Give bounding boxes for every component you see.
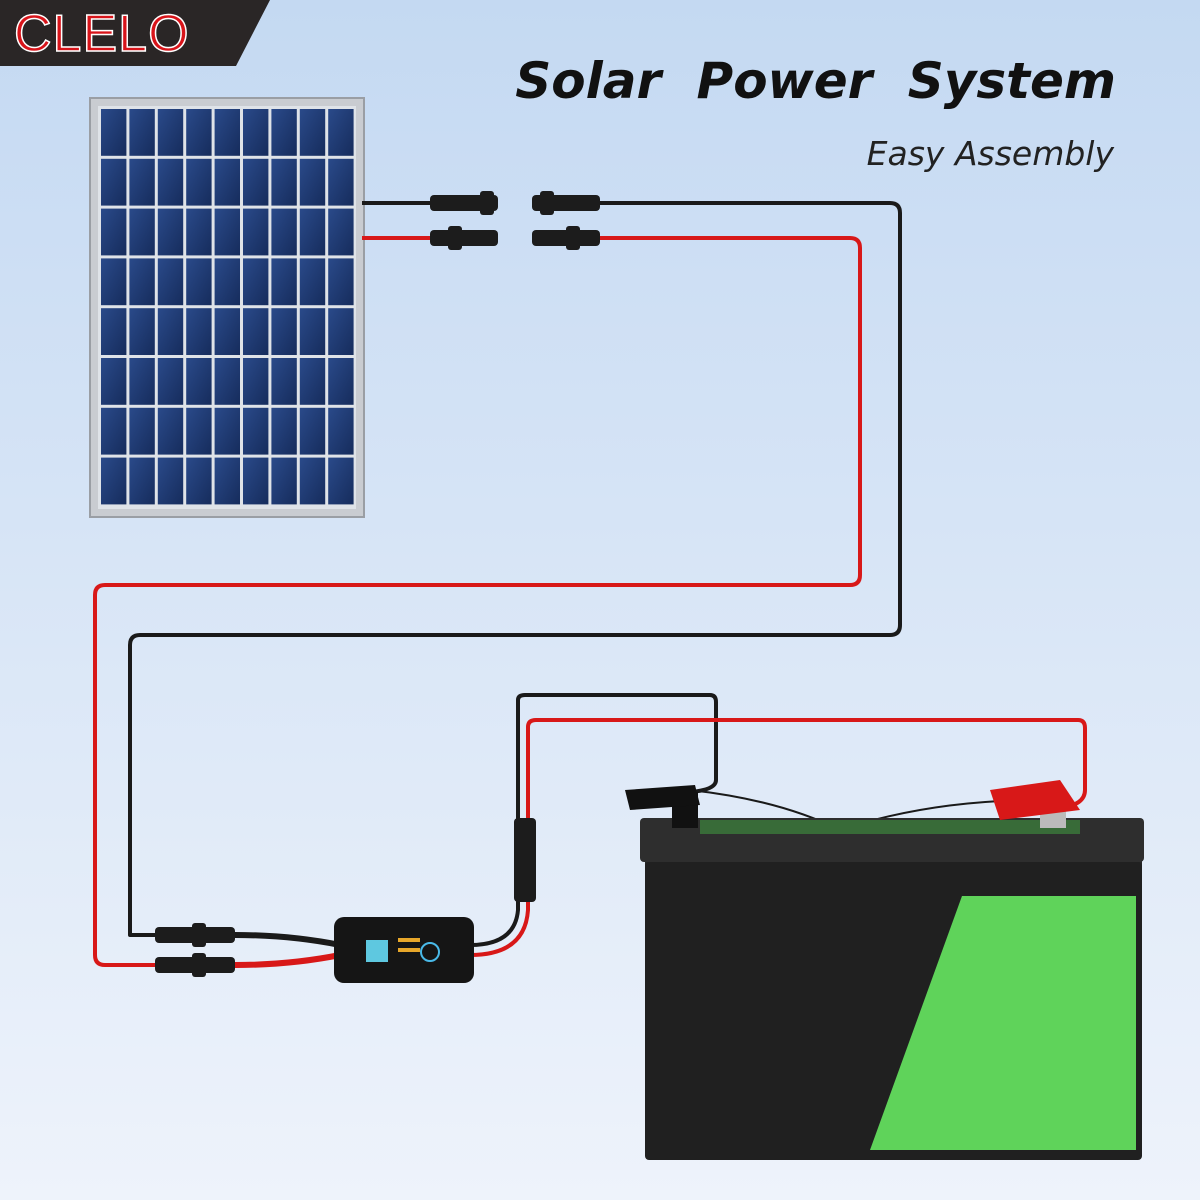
solar-cell bbox=[186, 457, 212, 505]
solar-cell bbox=[243, 457, 269, 505]
solar-cell bbox=[157, 258, 184, 306]
solar-cell bbox=[299, 258, 326, 306]
solar-cell bbox=[214, 208, 240, 256]
brand-logo-text: CLELO bbox=[13, 4, 190, 64]
logo-backdrop bbox=[0, 0, 270, 66]
wires bbox=[93, 201, 1087, 968]
page-title: Solar Power System bbox=[515, 52, 1116, 110]
solar-cell bbox=[129, 457, 155, 505]
solar-cell bbox=[299, 358, 326, 405]
mc4-connectors bbox=[155, 191, 600, 977]
solar-cell bbox=[101, 258, 127, 306]
solar-cell bbox=[271, 109, 297, 156]
controller-output-positive bbox=[469, 718, 1087, 957]
solar-cell bbox=[328, 109, 354, 156]
solar-cell bbox=[157, 158, 184, 206]
charge-controller bbox=[334, 917, 474, 983]
solar-cell bbox=[101, 457, 127, 505]
solar-cell bbox=[243, 258, 269, 306]
solar-cell bbox=[214, 407, 240, 455]
solar-cell bbox=[328, 308, 354, 355]
solar-cell bbox=[129, 308, 155, 355]
solar-cell bbox=[129, 109, 155, 156]
solar-panel bbox=[89, 97, 365, 518]
battery-accent bbox=[870, 896, 1136, 1150]
solar-cell bbox=[299, 457, 326, 505]
solar-cell bbox=[299, 109, 326, 156]
solar-cell bbox=[328, 358, 354, 405]
solar-cell bbox=[271, 457, 297, 505]
controller-button bbox=[420, 942, 440, 962]
positive-extension-wire bbox=[93, 236, 862, 967]
battery bbox=[625, 780, 1144, 1160]
solar-cell bbox=[328, 208, 354, 256]
positive-clamp bbox=[990, 780, 1080, 820]
solar-cell bbox=[129, 158, 155, 206]
solar-cell bbox=[299, 407, 326, 455]
solar-cell bbox=[157, 308, 184, 355]
solar-cell bbox=[186, 109, 212, 156]
controller-input-positive bbox=[234, 952, 341, 968]
solar-cell bbox=[186, 358, 212, 405]
solar-cell bbox=[328, 258, 354, 306]
solar-cell bbox=[243, 308, 269, 355]
solar-cell bbox=[243, 109, 269, 156]
solar-cell bbox=[243, 208, 269, 256]
solar-cell bbox=[157, 109, 184, 156]
solar-cell bbox=[299, 158, 326, 206]
solar-cell bbox=[271, 158, 297, 206]
solar-cell bbox=[271, 258, 297, 306]
solar-cell bbox=[157, 208, 184, 256]
solar-cell bbox=[243, 407, 269, 455]
negative-clamp bbox=[625, 785, 700, 810]
controller-input-negative bbox=[234, 932, 341, 948]
solar-cell bbox=[243, 358, 269, 405]
solar-cell bbox=[186, 208, 212, 256]
solar-cell bbox=[129, 358, 155, 405]
solar-cell bbox=[299, 208, 326, 256]
solar-cell bbox=[101, 158, 127, 206]
solar-cell bbox=[101, 208, 127, 256]
solar-cell bbox=[157, 358, 184, 405]
solar-cell bbox=[271, 208, 297, 256]
solar-cell bbox=[214, 158, 240, 206]
solar-cell bbox=[328, 457, 354, 505]
brand-logo: CLELO bbox=[0, 0, 270, 66]
solar-cell bbox=[214, 258, 240, 306]
inline-fuse bbox=[514, 818, 536, 902]
negative-extension-wire bbox=[128, 201, 902, 937]
solar-cell bbox=[157, 457, 184, 505]
solar-cell bbox=[186, 258, 212, 306]
controller-lcd bbox=[366, 940, 388, 962]
solar-cell bbox=[243, 158, 269, 206]
solar-cell bbox=[129, 208, 155, 256]
solar-cell bbox=[271, 407, 297, 455]
solar-cell bbox=[101, 407, 127, 455]
solar-cell bbox=[186, 407, 212, 455]
solar-cell bbox=[129, 258, 155, 306]
solar-cell bbox=[129, 407, 155, 455]
solar-cell bbox=[299, 308, 326, 355]
solar-cell bbox=[186, 158, 212, 206]
solar-cell bbox=[328, 407, 354, 455]
solar-cell bbox=[157, 407, 184, 455]
solar-cell bbox=[271, 358, 297, 405]
solar-cell bbox=[101, 308, 127, 355]
controller-output-negative bbox=[469, 693, 718, 947]
solar-cell bbox=[101, 109, 127, 156]
solar-cell bbox=[101, 358, 127, 405]
solar-cell bbox=[271, 308, 297, 355]
solar-cell bbox=[214, 109, 240, 156]
page-subtitle: Easy Assembly bbox=[866, 134, 1114, 173]
solar-cell bbox=[214, 358, 240, 405]
solar-cell bbox=[214, 457, 240, 505]
solar-cell bbox=[186, 308, 212, 355]
solar-cell bbox=[214, 308, 240, 355]
solar-cell bbox=[328, 158, 354, 206]
